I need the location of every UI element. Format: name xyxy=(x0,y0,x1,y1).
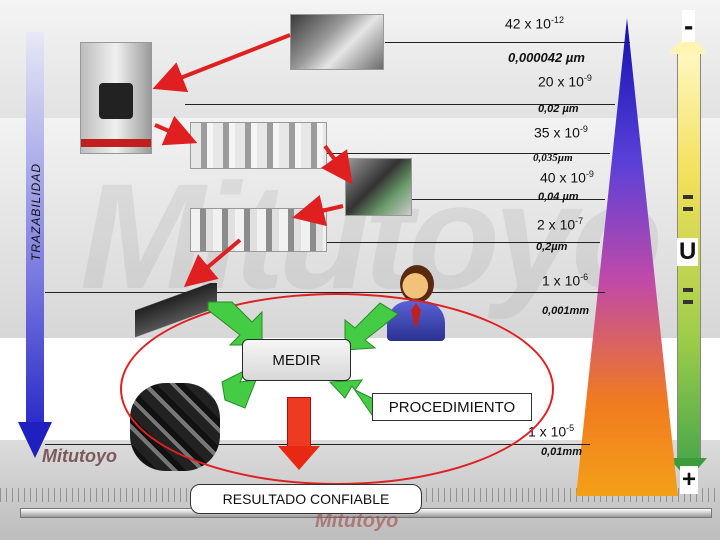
red-arrow xyxy=(300,206,343,216)
green-arrow xyxy=(345,303,398,350)
red-arrow xyxy=(160,35,290,86)
procedure-box: PROCEDIMIENTO xyxy=(372,393,532,421)
result-arrow xyxy=(287,397,311,449)
red-arrow xyxy=(155,125,190,140)
reliable-result-box: RESULTADO CONFIABLE xyxy=(190,484,422,514)
red-arrow xyxy=(325,146,348,178)
result-arrow-head xyxy=(278,446,320,470)
red-arrow xyxy=(190,240,240,282)
measure-box: MEDIR xyxy=(242,339,351,381)
